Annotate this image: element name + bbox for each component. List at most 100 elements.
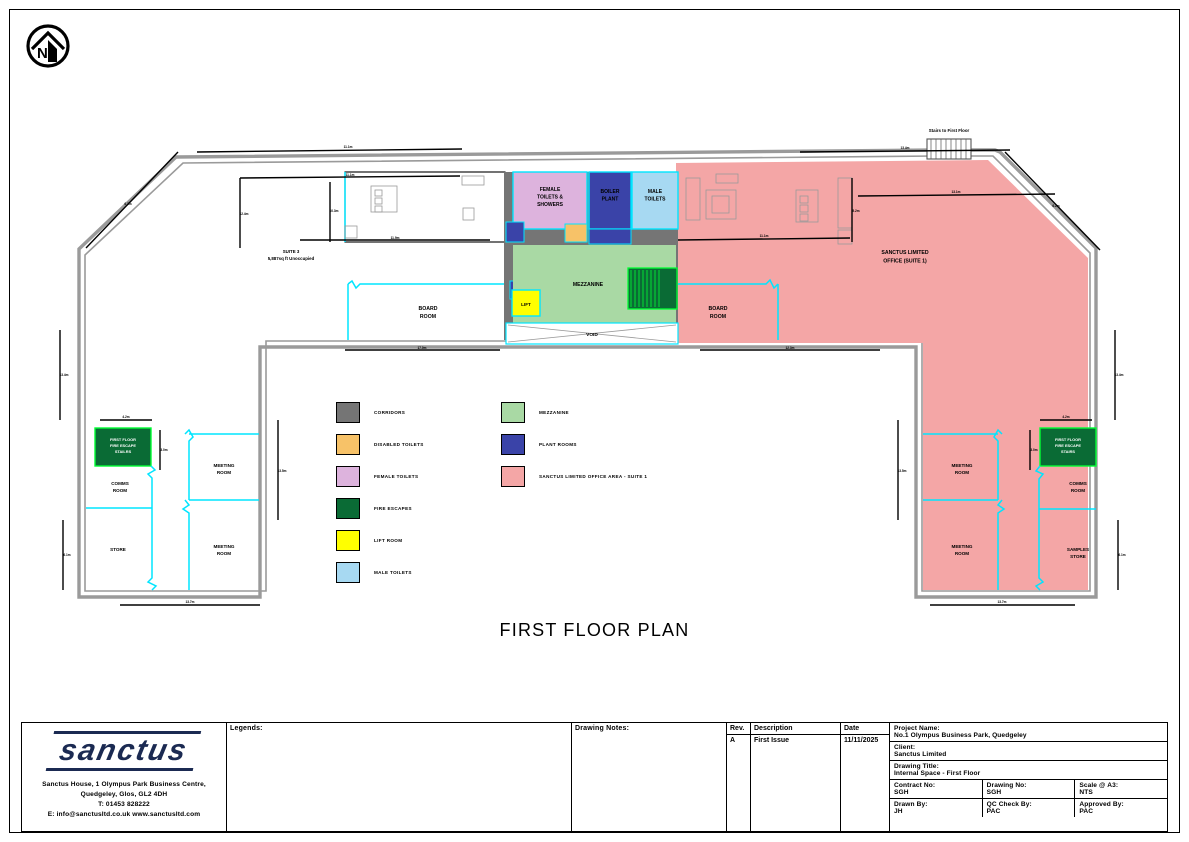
client-value: Sanctus Limited — [894, 751, 947, 758]
contract-scale-row: Contract No: SGH Drawing No: SGH Scale @… — [890, 780, 1167, 799]
address-line-2: Quedgeley, Glos, GL2 4DH — [80, 790, 168, 798]
approval-row: Drawn By: JH QC Check By: PAC Approved B… — [890, 799, 1167, 817]
title-block-company: sanctus Sanctus House, 1 Olympus Park Bu… — [22, 723, 227, 831]
room-suite-3 — [344, 171, 506, 243]
legend-item: SANCTUS LIMITED OFFICE AREA - SUITE 1 — [501, 460, 647, 492]
title-block-legends: Legends: — [227, 723, 572, 831]
drawing-notes-label: Drawing Notes: — [575, 725, 630, 732]
svg-text:12.4m: 12.4m — [239, 212, 248, 216]
title-block-drawing-notes: Drawing Notes: — [572, 723, 727, 831]
svg-text:10.3m: 10.3m — [329, 209, 338, 213]
svg-text:4.2m: 4.2m — [122, 415, 129, 419]
drawn-by-label: Drawn By: — [894, 801, 928, 808]
legend-label-lift-room: LIFT ROOM — [374, 537, 403, 543]
drawn-by-value: JH — [894, 808, 903, 815]
legend-item: FIRE ESCAPES — [336, 492, 424, 524]
scale-cell: Scale @ A3: NTS — [1075, 780, 1167, 798]
title-block-revisions: Rev. Description Date A First Issue 11/1… — [727, 723, 890, 831]
label-lift: LIFT — [521, 302, 531, 307]
phone-line: T: 01453 828222 — [98, 800, 150, 808]
furniture-linework — [344, 173, 853, 245]
revision-value-rev: A — [730, 737, 736, 744]
svg-text:N: N — [37, 45, 48, 62]
svg-text:13.4m: 13.4m — [900, 146, 909, 150]
revision-col-date: Date — [844, 725, 860, 732]
floor-plan-drawing: Stairs to First Floor — [59, 128, 1126, 606]
legend-item: MEZZANINE — [501, 396, 647, 428]
room-female-toilets — [512, 171, 588, 230]
company-address: Sanctus House, 1 Olympus Park Business C… — [42, 780, 206, 821]
qc-check-by-value: PAC — [986, 808, 1001, 815]
client-row: Client: Sanctus Limited — [890, 742, 1167, 761]
revision-value-description: First Issue — [754, 737, 790, 744]
svg-text:6.2m: 6.2m — [1052, 204, 1059, 208]
svg-text:11.9m: 11.9m — [391, 236, 400, 240]
legend-column-1: CORRIDORS DISABLED TOILETS FEMALE TOILET… — [336, 396, 424, 588]
contract-no-value: SGH — [894, 789, 909, 796]
legend-item: MALE TOILETS — [336, 556, 424, 588]
svg-text:17.0m: 17.0m — [417, 346, 426, 350]
approved-by-label: Approved By: — [1079, 801, 1124, 808]
revision-header-row: Rev. Description Date — [727, 723, 889, 735]
label-store-sw: STORE — [110, 547, 126, 552]
legend-label-male-toilets: MALE TOILETS — [374, 569, 412, 575]
svg-text:13.7m: 13.7m — [185, 600, 194, 604]
svg-text:11.1m: 11.1m — [344, 145, 353, 149]
legend-swatch-male-toilets — [336, 561, 360, 583]
room-lift — [511, 289, 541, 317]
legend-swatch-corridors — [336, 401, 360, 423]
legend-swatch-fire-escapes — [336, 497, 360, 519]
address-line-1: Sanctus House, 1 Olympus Park Business C… — [42, 780, 206, 788]
drawing-no-label: Drawing No: — [986, 782, 1027, 789]
drawing-no-value: SGH — [986, 789, 1002, 796]
room-boiler-plant — [588, 171, 632, 230]
svg-text:6.2m: 6.2m — [124, 202, 131, 206]
qc-check-by-cell: QC Check By: PAC — [983, 799, 1076, 817]
project-name-value: No.1 Olympus Business Park, Quedgeley — [894, 732, 1027, 739]
legend-label-disabled-toilets: DISABLED TOILETS — [374, 441, 424, 447]
legend-swatch-lift-room — [336, 529, 360, 551]
stair-treads-core — [630, 270, 660, 307]
page-title: FIRST FLOOR PLAN — [499, 620, 690, 640]
svg-text:13.1m: 13.1m — [951, 190, 960, 194]
svg-text:6.1m: 6.1m — [1118, 553, 1125, 557]
scale-value: NTS — [1079, 789, 1093, 796]
label-mezzanine: MEZZANINE — [573, 282, 604, 288]
title-block: sanctus Sanctus House, 1 Olympus Park Bu… — [21, 722, 1168, 832]
legend-swatch-disabled-toilets — [336, 433, 360, 455]
room-male-toilets — [631, 171, 679, 230]
email-web-line: E: info@sanctusltd.co.uk www.sanctusltd.… — [47, 811, 201, 819]
revision-value-date: 11/11/2025 — [844, 737, 879, 744]
drawing-title-value: Internal Space - First Floor — [894, 770, 981, 777]
legends-label: Legends: — [230, 725, 263, 732]
drawing-title-label: Drawing Title: — [894, 763, 939, 770]
sw-wing — [86, 427, 259, 591]
room-fire-escape-sw — [94, 427, 152, 467]
legend-label-female-toilets: FEMALE TOILETS — [374, 473, 419, 479]
dimension-lines — [59, 148, 1119, 606]
legend-item: FEMALE TOILETS — [336, 460, 424, 492]
dimension-labels: 11.1m 13.4m 11.1m 10.3m 12.4m 11.9m 11.1… — [59, 145, 1125, 604]
room-disabled-toilet — [564, 223, 588, 243]
revision-col-rev: Rev. — [730, 725, 745, 732]
project-name-row: Project Name: No.1 Olympus Business Park… — [890, 723, 1167, 742]
label-void: VOID — [586, 332, 598, 338]
svg-text:3.0m: 3.0m — [160, 448, 167, 452]
legend-item: LIFT ROOM — [336, 524, 424, 556]
approved-by-value: PAC — [1079, 808, 1094, 815]
legend-item: DISABLED TOILETS — [336, 428, 424, 460]
